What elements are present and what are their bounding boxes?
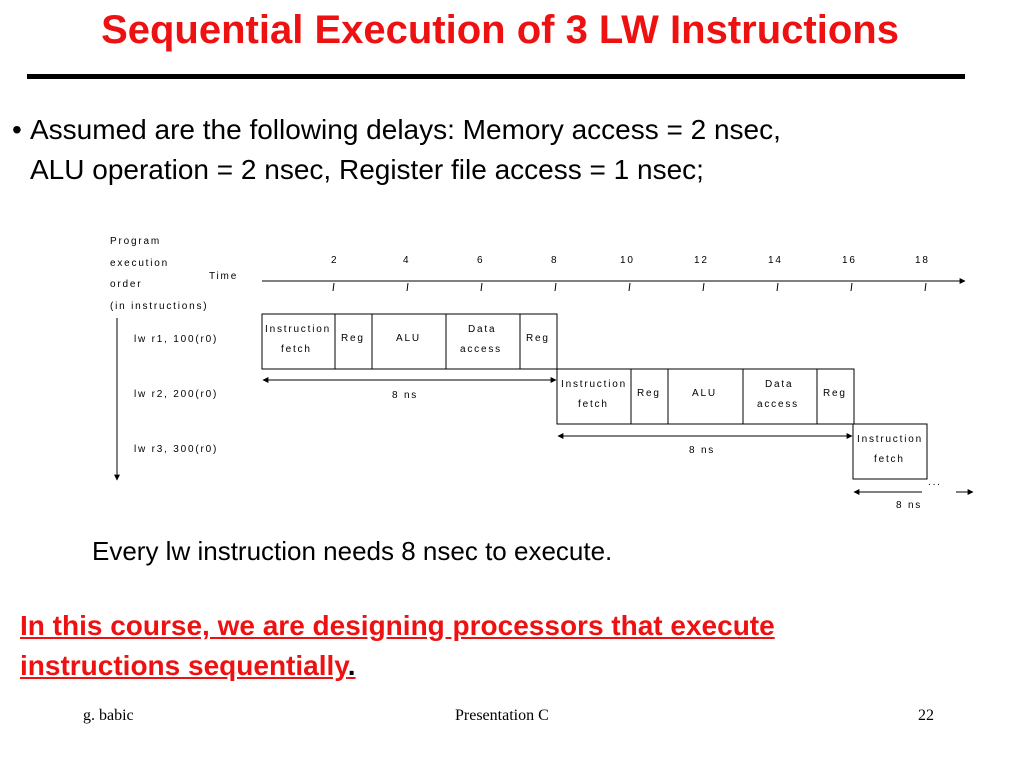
bullet-line-1: • Assumed are the following delays: Memor… <box>12 110 781 150</box>
instruction-label-1: lw r1, 100(r0) <box>134 334 218 345</box>
time-tick-label: 14 <box>768 255 783 266</box>
order-label-line2: execution <box>110 258 169 269</box>
time-tick-mark <box>850 282 853 292</box>
stage-label: Reg <box>341 333 365 344</box>
time-tick-label: 2 <box>331 255 338 266</box>
time-tick-mark <box>406 282 409 292</box>
course-line-2: instructions sequentially. <box>20 646 775 686</box>
time-tick-mark <box>628 282 631 292</box>
stage-box-ifetch <box>556 368 632 425</box>
time-tick-mark <box>480 282 483 292</box>
stage-label: Data <box>765 379 793 390</box>
duration-label-3: 8 ns <box>896 500 922 511</box>
execution-time-note: Every lw instruction needs 8 nsec to exe… <box>92 536 613 566</box>
instruction-label-3: lw r3, 300(r0) <box>134 444 218 455</box>
time-tick-mark <box>702 282 705 292</box>
instruction-1-stages <box>261 313 558 370</box>
time-tick-mark <box>776 282 779 292</box>
stage-label: access <box>757 399 799 410</box>
delay-assumptions: • Assumed are the following delays: Memor… <box>12 110 781 190</box>
stage-box-reg <box>816 368 855 425</box>
stage-label: Reg <box>526 333 550 344</box>
bullet-text-2: ALU operation = 2 nsec, Register file ac… <box>30 154 704 185</box>
order-label-line3: order <box>110 279 142 290</box>
stage-box-data <box>445 313 521 370</box>
stage-label: Instruction <box>265 324 331 335</box>
stage-label: ALU <box>692 388 717 399</box>
instruction-2-stages <box>556 368 855 425</box>
time-tick-label: 10 <box>620 255 635 266</box>
stage-label: fetch <box>874 454 905 465</box>
stage-label: Instruction <box>857 434 923 445</box>
stage-label: ALU <box>396 333 421 344</box>
time-tick-marks <box>332 282 927 292</box>
order-label-line1: Program <box>110 236 161 247</box>
time-tick-mark <box>554 282 557 292</box>
bullet-text-1: Assumed are the following delays: Memory… <box>30 114 781 145</box>
footer-author: g. babic <box>83 707 134 724</box>
course-line-1: In this course, we are designing process… <box>20 610 775 641</box>
stage-label: Reg <box>637 388 661 399</box>
time-tick-label: 8 <box>551 255 558 266</box>
stage-label: Reg <box>823 388 847 399</box>
time-tick-labels: 2 4 6 8 10 12 14 16 18 <box>331 255 930 266</box>
stage-label: fetch <box>578 399 609 410</box>
time-tick-mark <box>332 282 335 292</box>
instruction-label-2: lw r2, 200(r0) <box>134 389 218 400</box>
stage-label: access <box>460 344 502 355</box>
time-tick-label: 18 <box>915 255 930 266</box>
course-period: . <box>347 650 356 681</box>
time-label: Time <box>209 271 238 282</box>
time-tick-label: 4 <box>403 255 410 266</box>
stage-box-ifetch <box>261 313 336 370</box>
time-tick-mark <box>924 282 927 292</box>
stage-box-ifetch <box>852 423 928 480</box>
time-tick-label: 6 <box>477 255 484 266</box>
slide-title: Sequential Execution of 3 LW Instruction… <box>101 8 899 52</box>
stage-box-reg <box>519 313 558 370</box>
footer-page-number: 22 <box>918 707 934 724</box>
time-tick-label: 12 <box>694 255 709 266</box>
bullet-icon: • <box>12 114 22 145</box>
stage-label: Data <box>468 324 496 335</box>
footer-presentation: Presentation C <box>455 707 549 724</box>
title-underline <box>27 74 965 79</box>
stage-label: Instruction <box>561 379 627 390</box>
duration-label-2: 8 ns <box>689 445 715 456</box>
course-statement: In this course, we are designing process… <box>20 606 775 686</box>
course-line-2-text: instructions sequentially <box>20 650 348 681</box>
time-tick-label: 16 <box>842 255 857 266</box>
stage-box-data <box>742 368 818 425</box>
stage-label: fetch <box>281 344 312 355</box>
continuation-ellipsis: ... <box>928 477 942 488</box>
duration-label-1: 8 ns <box>392 390 418 401</box>
order-label-line4: (in instructions) <box>110 301 208 312</box>
